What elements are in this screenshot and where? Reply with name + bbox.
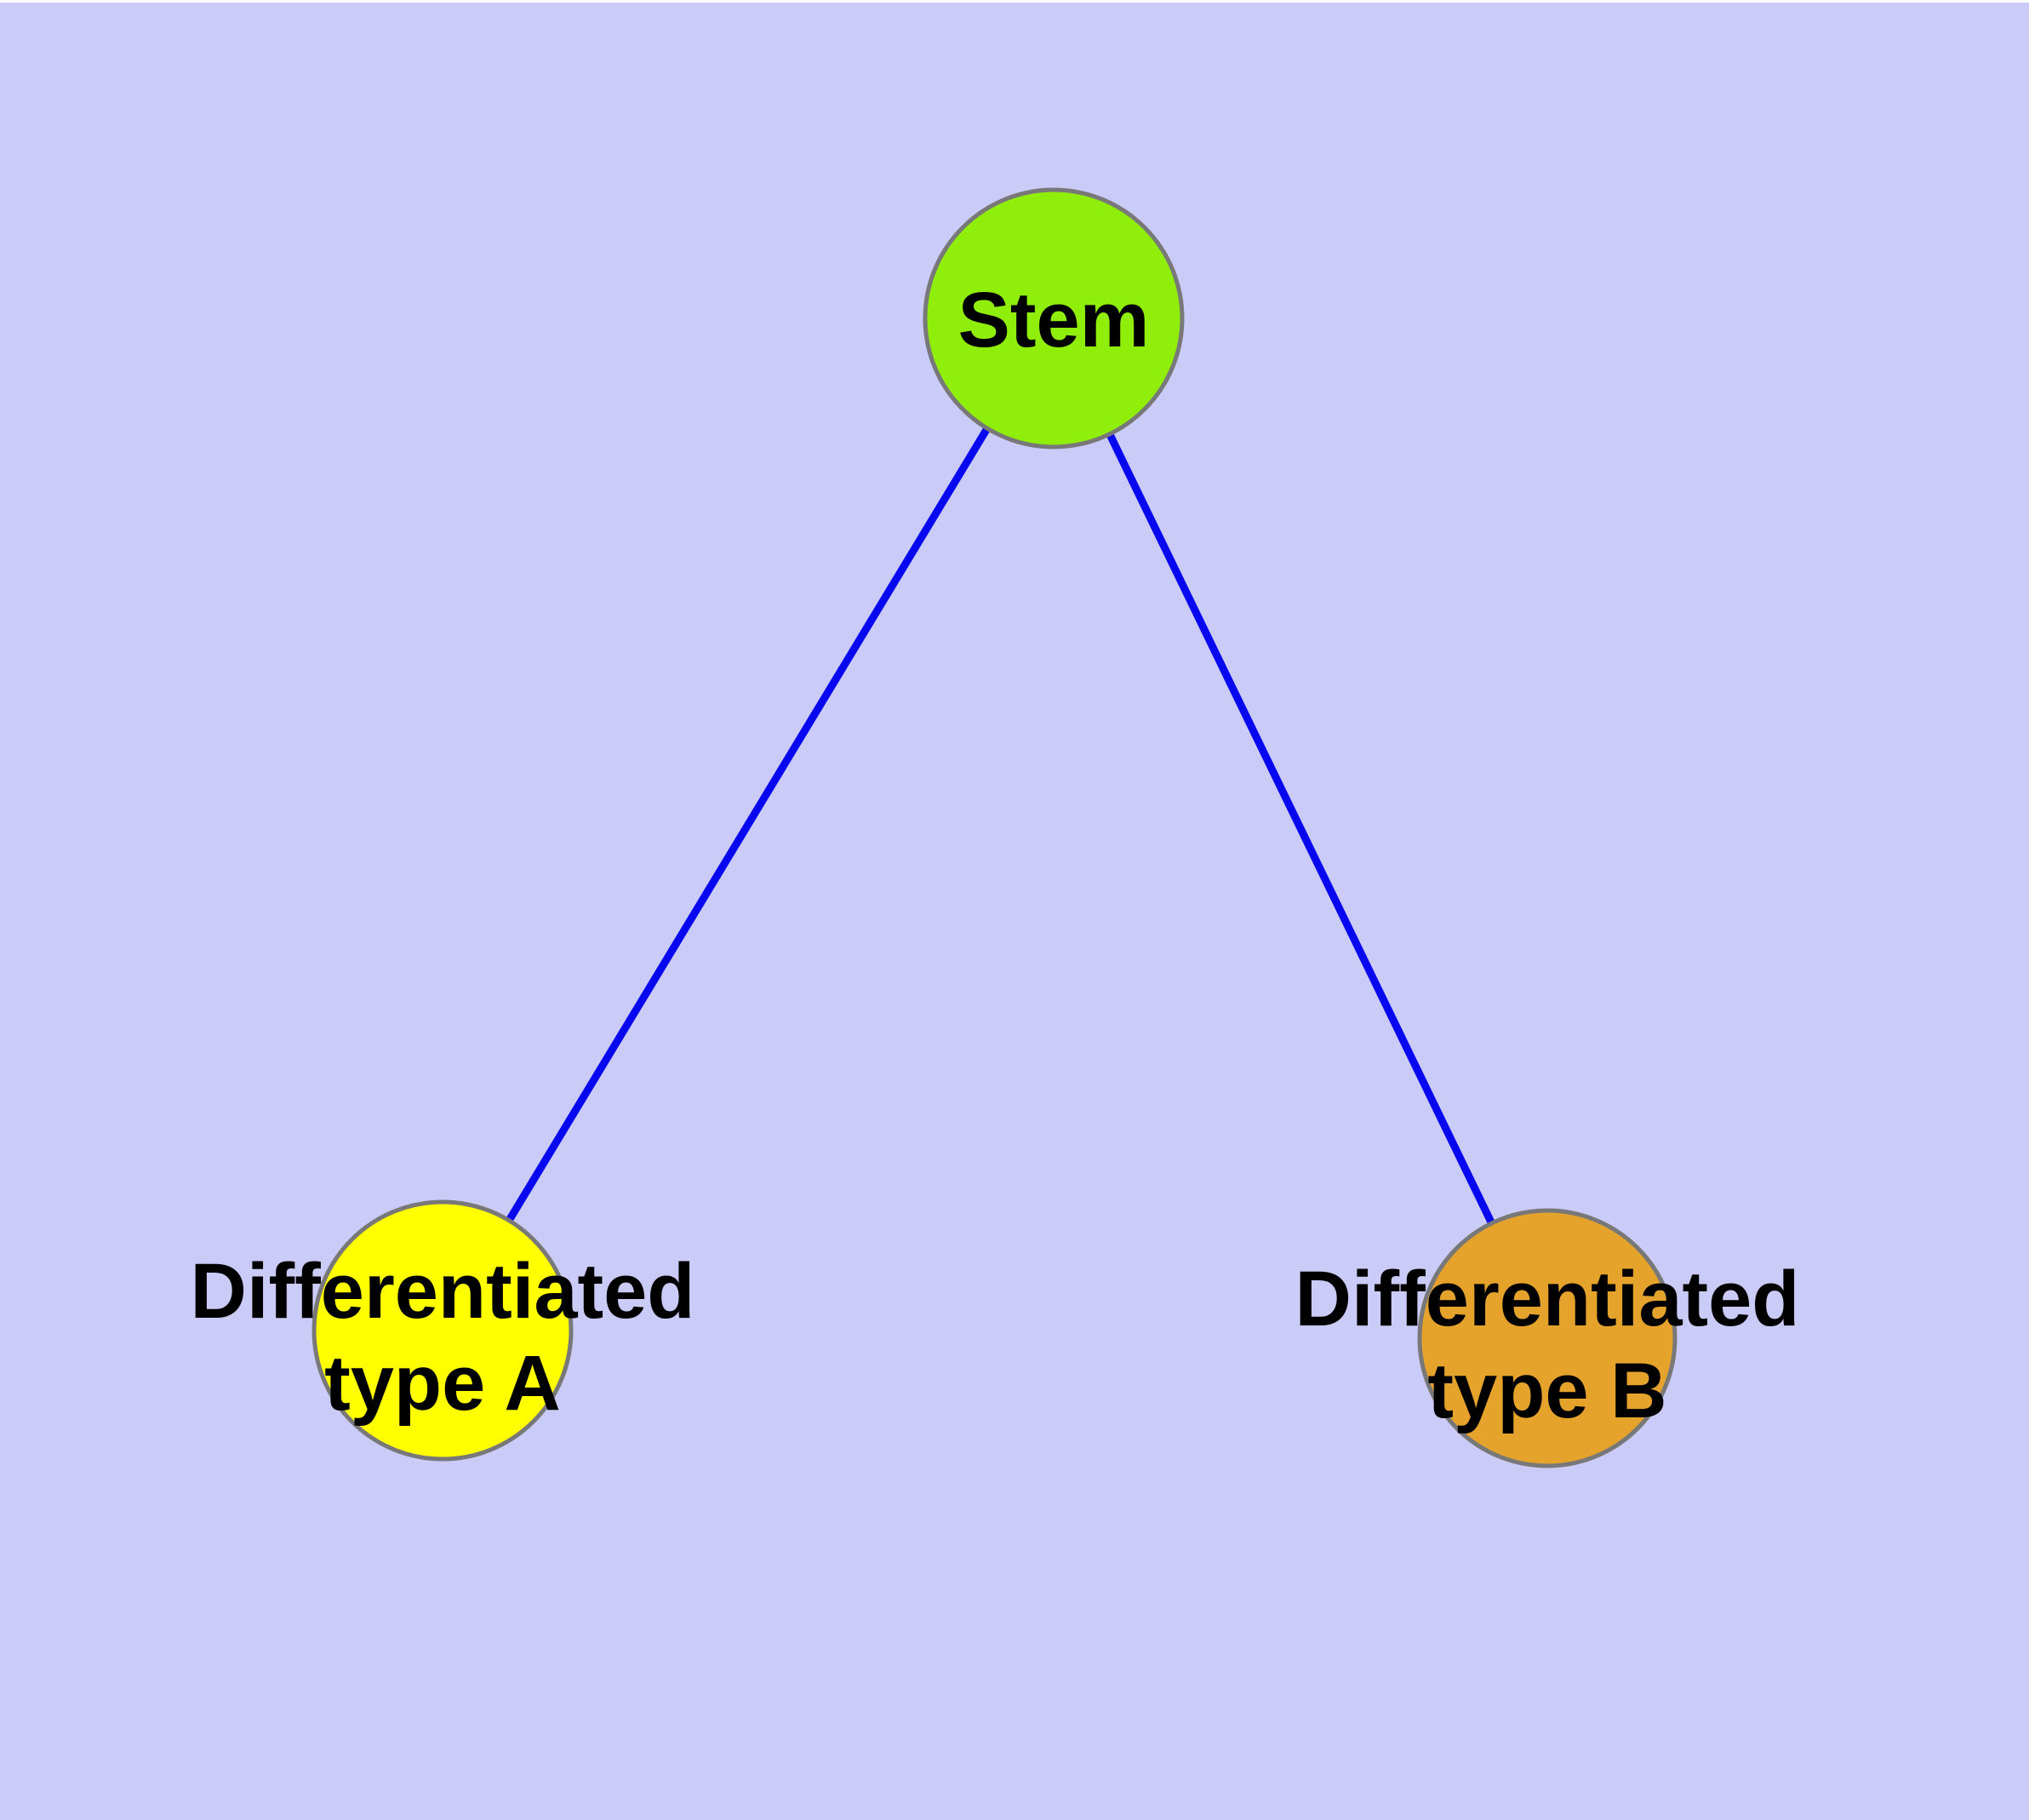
node-differentiated-type-b	[1417, 1208, 1677, 1468]
node-differentiated-type-a	[311, 1199, 574, 1462]
node-differentiated-type-a-label-line-2: type A	[324, 1340, 561, 1427]
node-differentiated-type-a-label-line-1: Differentiated	[191, 1248, 695, 1335]
node-stem	[923, 187, 1185, 449]
top-strip	[0, 0, 2029, 3]
edge-stem-to-differentiated-type-a	[439, 316, 1057, 1333]
node-stem-label-line-1: Stem	[958, 277, 1150, 363]
node-stem-label: Stem	[958, 277, 1150, 363]
node-differentiated-type-b-label-line-1: Differentiated	[1295, 1256, 1800, 1342]
node-differentiated-type-b-label-line-2: type B	[1427, 1348, 1666, 1434]
edge-stem-to-differentiated-type-b	[1049, 317, 1552, 1340]
